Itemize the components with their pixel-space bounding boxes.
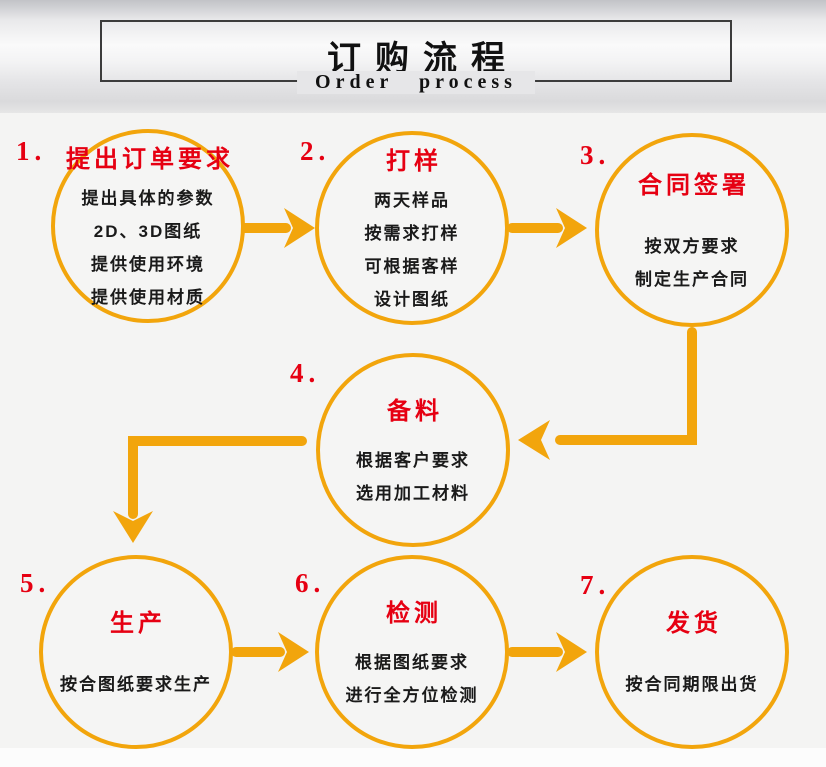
node-title: 生产 xyxy=(110,610,166,637)
step-number-7: 7. xyxy=(580,570,611,600)
flow-node-sampling: 打样 两天样品 按需求打样 可根据客样 设计图纸 xyxy=(315,131,509,325)
flow-node-order-requirements: 提出订单要求 提出具体的参数 2D、3D图纸 提供使用环境 提供使用材质 xyxy=(51,129,245,323)
flow-node-material-preparation: 备料 根据客户要求 选用加工材料 xyxy=(316,353,510,547)
node-title: 打样 xyxy=(386,147,442,175)
arrow-1-2-head xyxy=(284,208,315,248)
step-number-3: 3. xyxy=(580,140,611,170)
node-line: 制定生产合同 xyxy=(635,269,749,289)
flow-node-production: 生产 按合图纸要求生产 xyxy=(39,555,233,749)
arrow-4-5-head xyxy=(113,511,153,543)
step-number-5: 5. xyxy=(20,568,51,598)
node-line: 按需求打样 xyxy=(364,223,460,243)
bottom-white-strip xyxy=(0,748,826,767)
node-line: 2D、3D图纸 xyxy=(93,221,203,241)
arrow-4-5 xyxy=(128,436,307,519)
node-line: 按合同期限出货 xyxy=(625,675,759,694)
flow-node-contract-signing: 合同签署 按双方要求 制定生产合同 xyxy=(595,133,789,327)
node-line: 选用加工材料 xyxy=(356,483,470,503)
arrow-3-4-head xyxy=(518,420,550,460)
node-line: 提供使用环境 xyxy=(91,254,205,274)
arrow-5-6-head xyxy=(278,632,309,672)
step-number-1: 1. xyxy=(16,136,47,166)
node-title: 备料 xyxy=(387,397,443,425)
step-number-2: 2. xyxy=(300,136,331,166)
header-title-box: 订购流程 Order process xyxy=(100,20,732,94)
node-line: 设计图纸 xyxy=(374,289,450,309)
node-line: 进行全方位检测 xyxy=(345,685,479,705)
node-title: 提出订单要求 xyxy=(66,145,234,173)
page-subtitle: Order process xyxy=(297,71,535,94)
arrow-2-3-head xyxy=(556,208,587,248)
header-gradient-band xyxy=(0,0,826,113)
node-line: 根据客户要求 xyxy=(356,450,470,470)
node-line: 可根据客样 xyxy=(364,256,460,276)
step-number-6: 6. xyxy=(295,568,326,598)
node-title: 合同签署 xyxy=(638,171,750,199)
node-line: 提出具体的参数 xyxy=(81,188,215,208)
flow-node-inspection: 检测 根据图纸要求 进行全方位检测 xyxy=(315,555,509,749)
node-title: 发货 xyxy=(666,610,722,637)
node-line: 按合图纸要求生产 xyxy=(60,675,212,694)
node-line: 两天样品 xyxy=(374,190,450,210)
flow-node-shipping: 发货 按合同期限出货 xyxy=(595,555,789,749)
arrow-3-4 xyxy=(555,327,697,445)
node-line: 根据图纸要求 xyxy=(355,652,469,672)
step-number-4: 4. xyxy=(290,358,321,388)
node-title: 检测 xyxy=(386,599,442,627)
node-line: 按双方要求 xyxy=(644,236,740,256)
node-line: 提供使用材质 xyxy=(91,287,205,307)
arrow-6-7-head xyxy=(556,632,587,672)
